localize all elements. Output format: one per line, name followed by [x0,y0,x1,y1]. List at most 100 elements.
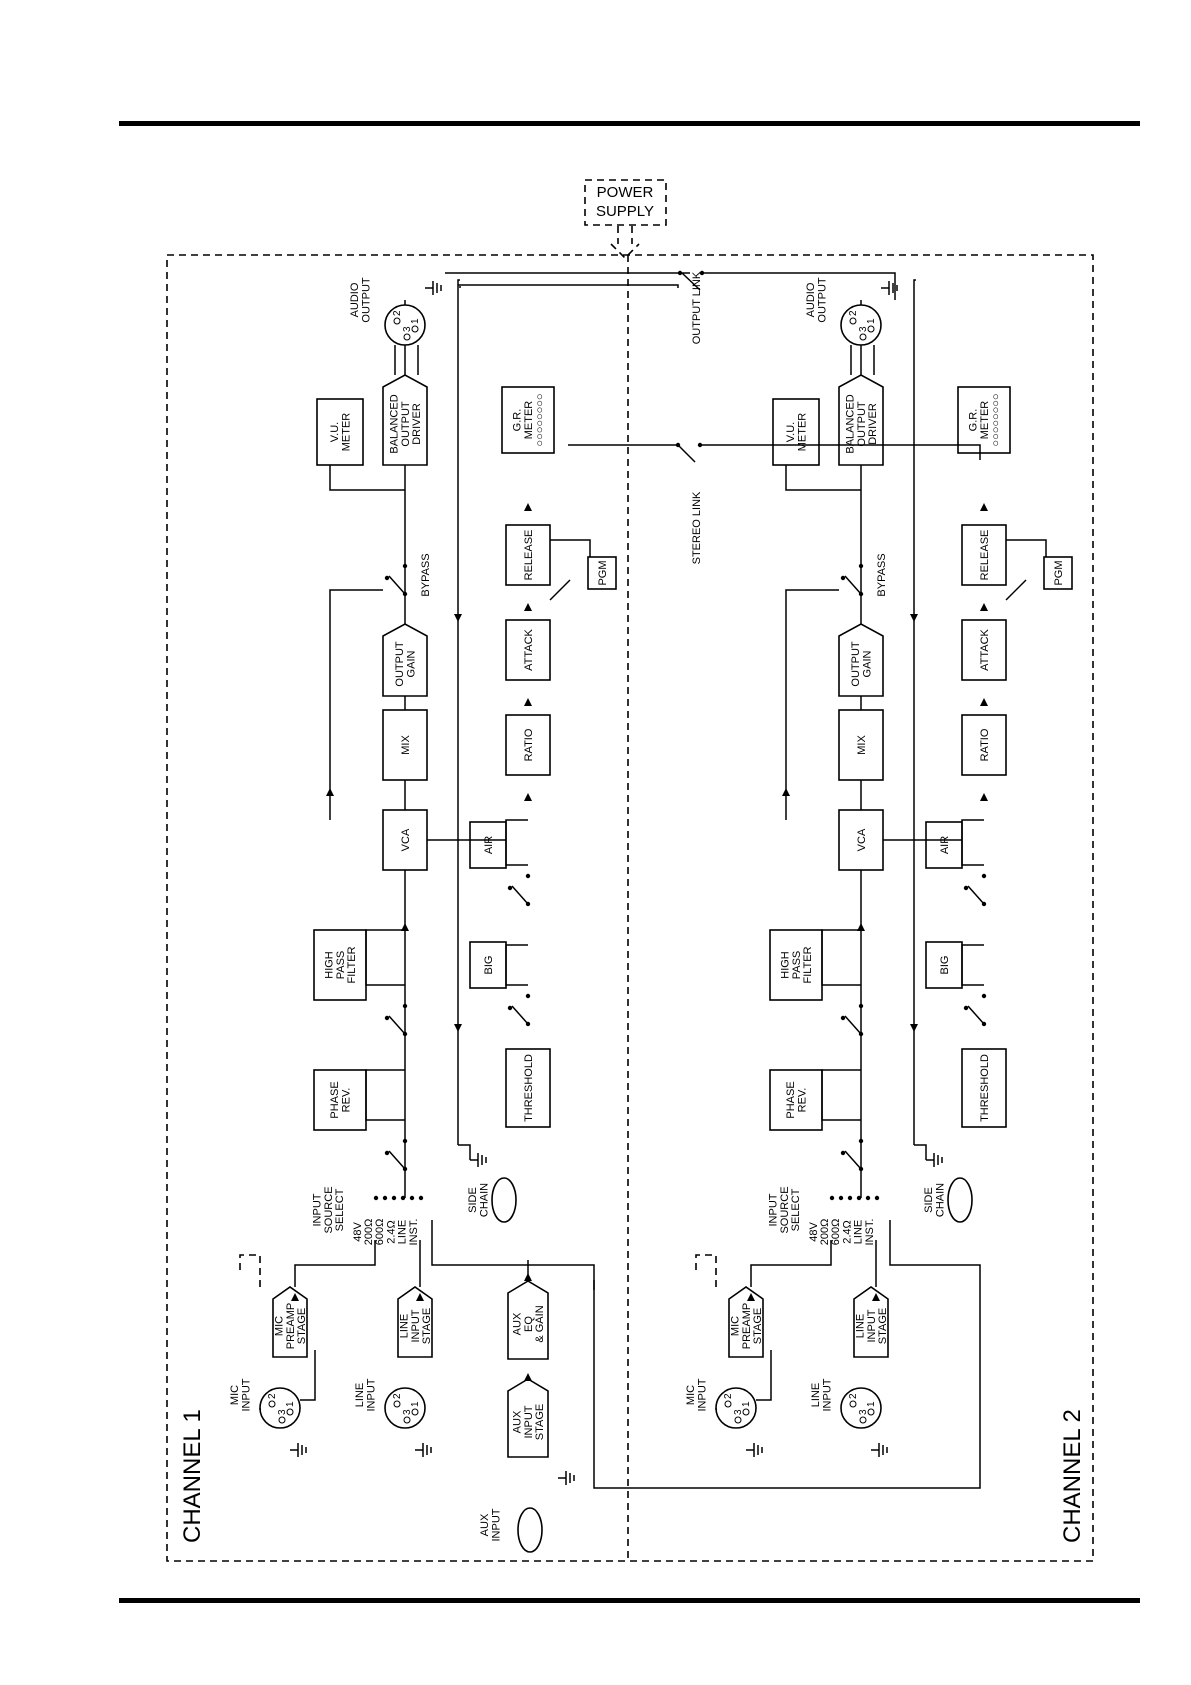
ground-icon [558,1471,575,1485]
arrow-icon [524,503,532,511]
junction-dot [858,563,864,569]
xlr-pin-icon [849,317,857,325]
arrow-icon [747,1293,755,1301]
line-input-stage-shape [397,1286,433,1358]
wire [505,819,528,866]
xlr-connector-icon [384,1387,426,1429]
vca-box [382,809,428,871]
unit-enclosure [166,254,1094,1562]
xlr-pin-icon [403,333,411,341]
big-label: BIG [483,956,495,975]
xlr-pin-icon [268,1400,276,1408]
aux-eq-gain-label: AUX [512,1312,524,1335]
mic-input-label: INPUT [240,1378,252,1411]
xlr-pin-icon [849,1400,857,1408]
output-gain-label: GAIN [861,651,873,678]
arrow-icon [524,698,532,706]
junction-dot [418,1195,424,1201]
junction-dot [409,1195,415,1201]
junction-dot [858,1003,864,1009]
arrow-icon [454,614,462,622]
xlr-pin-icon [867,1408,875,1416]
vu-meter-box [772,398,820,466]
attack-label: ATTACK [979,628,991,670]
wire [821,1069,861,1121]
xlr-pin-icon [393,317,401,325]
xlr-pin-label: 3 [277,1409,288,1415]
wire [329,465,405,491]
junction-dot [963,885,969,891]
wire [550,539,591,557]
bypass-wire [329,589,383,820]
wire [961,819,984,866]
line-input-stage-shape [853,1286,889,1358]
threshold-label: THRESHOLD [523,1054,535,1122]
output-gain-label: OUTPUT [394,641,406,687]
big-box [469,941,507,989]
arrow-icon [980,793,988,801]
wire [1005,579,1027,601]
xlr-pin-icon [411,325,419,333]
source-options: 48V [808,1222,820,1242]
top-rule [119,121,1140,126]
side-chain-label: SIDE [923,1187,935,1213]
arrow-icon [980,503,988,511]
release-label: RELEASE [523,530,535,581]
junction-dot [847,1195,853,1201]
switch-lever [388,1150,406,1170]
xlr-pin-label: 1 [741,1401,752,1407]
phase-rev-label: PHASE [329,1081,341,1118]
arrow-icon [980,698,988,706]
xlr-pin-label: 2 [848,1393,859,1399]
wire [961,944,984,986]
mic-preamp-stage-label: MIC [730,1316,742,1336]
wire [821,929,861,986]
arrow-icon [980,603,988,611]
line-input-stage-label: INPUT [410,1309,422,1342]
wire [365,929,405,986]
source-options: 48V [352,1222,364,1242]
line-input-stage-label: INPUT [866,1309,878,1342]
balanced-output-driver-label: BALANCED [845,394,857,453]
ratio-box [961,714,1007,776]
source-options: 2.4Ω [385,1220,397,1244]
wire [300,1350,316,1401]
mic-input-label: INPUT [696,1378,708,1411]
power-supply-box [584,179,667,226]
air-label: AIR [483,836,495,854]
balanced-output-driver-label: OUTPUT [400,401,412,447]
high-pass-filter-box [313,929,367,1001]
junction-dot [858,1138,864,1144]
wire [294,1240,376,1287]
wire [365,1069,405,1121]
output-link-wire [702,272,896,300]
mic-input-label: MIC [229,1385,241,1405]
xlr-pin-label: 3 [402,326,413,332]
phase-rev-box [769,1069,823,1131]
arrow-icon [454,1024,462,1032]
line-input-stage-label: STAGE [877,1308,889,1344]
line-input-label: LINE [354,1383,366,1407]
attack-label: ATTACK [523,628,535,670]
xlr-pin-icon [403,1416,411,1424]
arrow-icon [857,923,865,931]
phantom-power-line [695,1254,717,1287]
junction-dot [402,563,408,569]
xlr-pin-label: 1 [285,1401,296,1407]
aux-input-stage-label: AUX [512,1410,524,1433]
vu-meter-box [316,398,364,466]
control-wire [457,279,460,1145]
aux-eq-gain-label: EQ [523,1316,535,1332]
pgm-label: PGM [1053,560,1065,585]
phase-rev-box [313,1069,367,1131]
source-options: INST. [408,1219,420,1246]
junction-dot [981,873,987,879]
control-wire [913,279,916,1145]
xlr-pin-icon [278,1416,286,1424]
aux-eq-gain-label: & GAIN [534,1305,546,1342]
wire [785,465,861,491]
input-source-select-label: SELECT [790,1188,802,1231]
arrow-icon [401,923,409,931]
xlr-connector-icon [384,304,426,346]
mic-input-label: MIC [685,1385,697,1405]
